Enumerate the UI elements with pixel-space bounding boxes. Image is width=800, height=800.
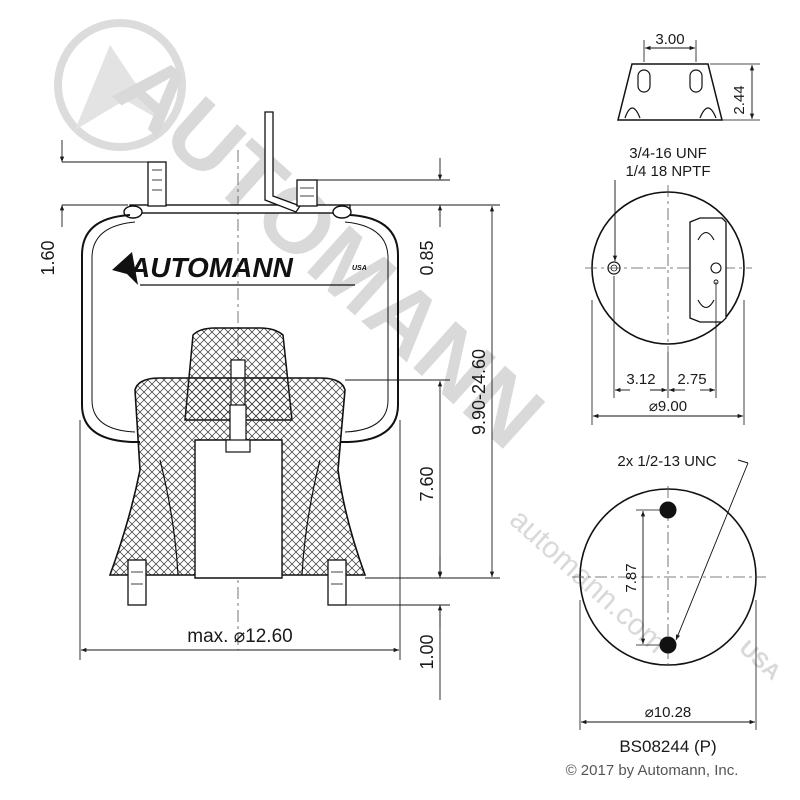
top-stud (147, 161, 167, 207)
watermark-circle (54, 19, 186, 151)
watermark-url-text: automann.com (503, 503, 673, 660)
bottom-stud-right (327, 559, 347, 606)
dim-stud-spacing: 7.87 (623, 563, 640, 592)
part-number: BS08244 (P) (619, 737, 716, 756)
dim-top-plate-diameter: ⌀9.00 (649, 398, 687, 415)
dim-bracket-height: 2.44 (731, 85, 748, 114)
crimp-right (332, 205, 352, 219)
dim-piston-gap: 0.85 (417, 240, 437, 275)
copyright: © 2017 by Automann, Inc. (566, 762, 739, 779)
bracket-view (617, 40, 760, 121)
dim-bracket-width: 3.00 (655, 31, 684, 48)
dim-bottom-offset: 1.00 (417, 634, 437, 669)
label-thread-2: 1/4 18 NPTF (625, 163, 710, 180)
dim-offset-right: 2.75 (677, 371, 706, 388)
label-thread-1: 3/4-16 UNF (629, 145, 707, 162)
dim-bottom-plate-diameter: ⌀10.28 (645, 704, 692, 721)
stud-hole-bottom (659, 636, 677, 654)
watermark-usa-text: USA (735, 635, 786, 685)
side-dimensions (59, 140, 500, 700)
air-port-hole (607, 261, 621, 275)
dim-top-offset: 1.60 (38, 240, 58, 275)
bellows-inner (91, 221, 389, 433)
air-fitting (296, 179, 318, 207)
bracket-slot-right (689, 69, 703, 93)
piston-cavity (194, 439, 283, 579)
logo-arrow-icon (112, 252, 138, 285)
bottom-plate-view (572, 459, 766, 730)
logo-suffix: USA (352, 265, 367, 272)
dim-max-diameter: max. ⌀12.60 (187, 626, 292, 647)
side-view (81, 111, 399, 650)
bracket-outline (617, 63, 723, 121)
watermark: AUTOMANN automann.com USA (54, 19, 786, 685)
dim-offset-left: 3.12 (626, 371, 655, 388)
bracket-slot-left (637, 69, 651, 93)
stud-hole-top (659, 501, 677, 519)
bottom-stud-left (127, 559, 147, 606)
dim-piston-height: 7.60 (417, 466, 437, 501)
top-plate-bracket (689, 217, 727, 323)
fitting-hole (710, 262, 722, 274)
bellows-outline (81, 214, 399, 443)
label-bottom-thread: 2x 1/2-13 UNC (617, 453, 716, 470)
dim-height-range: 9.90-24.60 (469, 349, 489, 435)
top-plate-view (585, 180, 752, 425)
center-nut (225, 439, 251, 453)
watermark-arrow-icon (75, 45, 160, 130)
bellows-logo: AUTOMANN USA (112, 252, 367, 286)
logo-text: AUTOMANN (129, 252, 294, 283)
